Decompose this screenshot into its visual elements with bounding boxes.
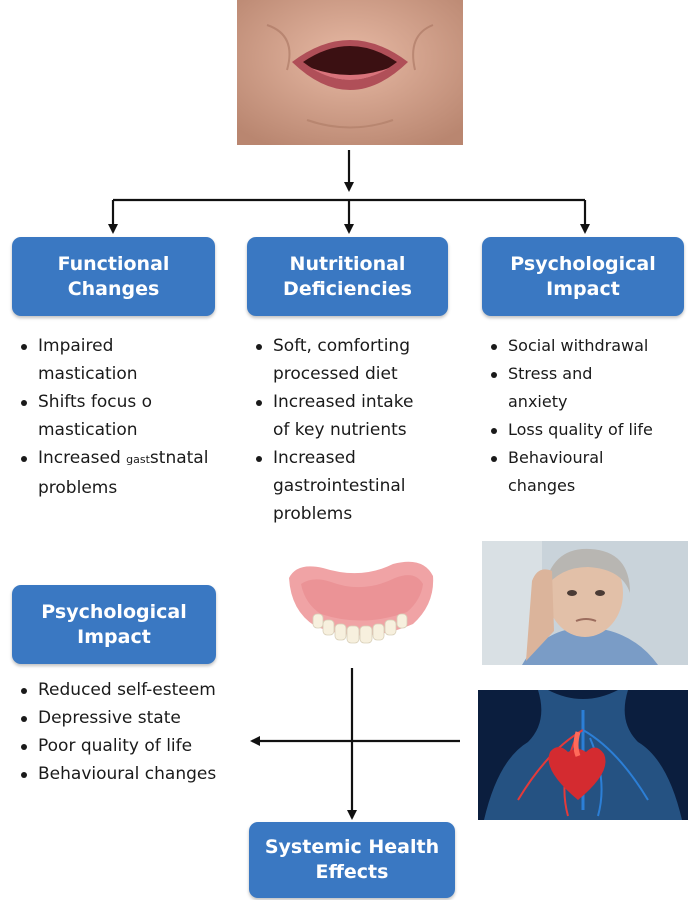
list-item-line: mastication: [38, 360, 246, 388]
systemic-box-line-1: Systemic Health: [265, 835, 439, 860]
psych-top-box-line-2: Impact: [546, 277, 620, 302]
nutritional-box-line-2: Deficiencies: [283, 277, 412, 302]
list-item-line: Poor quality of life: [38, 732, 256, 760]
list-item-line: Shifts focus o: [38, 388, 246, 416]
list-item: Increased gaststnatal problems: [16, 444, 246, 502]
list-item-line: Increased gaststnatal: [38, 444, 246, 474]
list-item-line: of key nutrients: [273, 416, 451, 444]
list-item: Behavioural changes: [16, 760, 256, 788]
list-item-small-text: gast: [126, 453, 150, 466]
list-item-line: Soft, comforting: [273, 332, 451, 360]
list-item-line: Increased: [273, 444, 451, 472]
list-item: Increased intake of key nutrients: [251, 388, 451, 444]
list-item-line: Social withdrawal: [508, 332, 686, 360]
mouth-photo: [237, 0, 463, 145]
systemic-box-line-2: Effects: [316, 860, 389, 885]
nutritional-box-line-1: Nutritional: [290, 252, 406, 277]
psychological-impact-top-box: Psychological Impact: [482, 237, 684, 316]
list-item-line: changes: [508, 472, 686, 500]
list-item: Depressive state: [16, 704, 256, 732]
psychological-impact-left-box: Psychological Impact: [12, 585, 216, 664]
list-item: Reduced self-esteem: [16, 676, 256, 704]
list-item: Increased gastrointestinal problems: [251, 444, 451, 528]
list-item: Impaired mastication: [16, 332, 246, 388]
nutritional-deficiencies-box: Nutritional Deficiencies: [247, 237, 448, 316]
list-item: Shifts focus o mastication: [16, 388, 246, 444]
psychological-impact-left-list: Reduced self-esteem Depressive state Poo…: [16, 676, 256, 788]
list-item-line: Loss quality of life: [508, 416, 686, 444]
list-item-line: anxiety: [508, 388, 686, 416]
list-item-text: Increased: [38, 448, 126, 468]
psych-left-box-line-1: Psychological: [41, 600, 186, 625]
list-item: Loss quality of life: [486, 416, 686, 444]
list-item: Soft, comforting processed diet: [251, 332, 451, 388]
denture-image: [283, 556, 438, 654]
functional-box-line-2: Changes: [68, 277, 160, 302]
psychological-impact-top-list: Social withdrawal Stress and anxiety Los…: [486, 332, 686, 500]
systemic-health-effects-box: Systemic Health Effects: [249, 822, 455, 898]
list-item-line: problems: [38, 474, 246, 502]
list-item: Social withdrawal: [486, 332, 686, 360]
psych-top-box-line-1: Psychological: [510, 252, 655, 277]
psych-left-box-line-2: Impact: [77, 625, 151, 650]
list-item-line: Behavioural changes: [38, 760, 256, 788]
list-item-line: Increased intake: [273, 388, 451, 416]
list-item-text: stnatal: [150, 448, 209, 468]
list-item-line: problems: [273, 500, 451, 528]
list-item: Poor quality of life: [16, 732, 256, 760]
list-item-line: Reduced self-esteem: [38, 676, 256, 704]
list-item: Behavioural changes: [486, 444, 686, 500]
heart-circulation-image: [478, 690, 688, 820]
functional-changes-list: Impaired mastication Shifts focus o mast…: [16, 332, 246, 502]
list-item-line: gastrointestinal: [273, 472, 451, 500]
list-item-line: Behavioural: [508, 444, 686, 472]
functional-changes-box: Functional Changes: [12, 237, 215, 316]
list-item-line: mastication: [38, 416, 246, 444]
worried-woman-photo: [482, 541, 688, 665]
list-item-line: processed diet: [273, 360, 451, 388]
list-item: Stress and anxiety: [486, 360, 686, 416]
list-item-line: Depressive state: [38, 704, 256, 732]
nutritional-deficiencies-list: Soft, comforting processed diet Increase…: [251, 332, 451, 528]
functional-box-line-1: Functional: [58, 252, 170, 277]
list-item-line: Stress and: [508, 360, 686, 388]
list-item-line: Impaired: [38, 332, 246, 360]
